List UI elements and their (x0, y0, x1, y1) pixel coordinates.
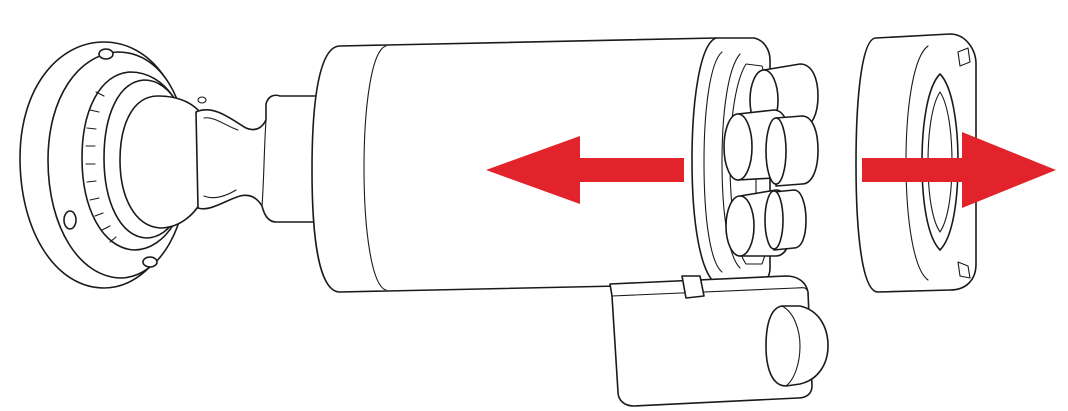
cable-glands (723, 63, 819, 257)
arrow-left-remove-housing (486, 136, 684, 204)
arrow-right-remove-cap (862, 132, 1056, 208)
sun-shield (609, 275, 813, 407)
ir-dome (765, 305, 829, 387)
swivel-arm (119, 94, 321, 229)
